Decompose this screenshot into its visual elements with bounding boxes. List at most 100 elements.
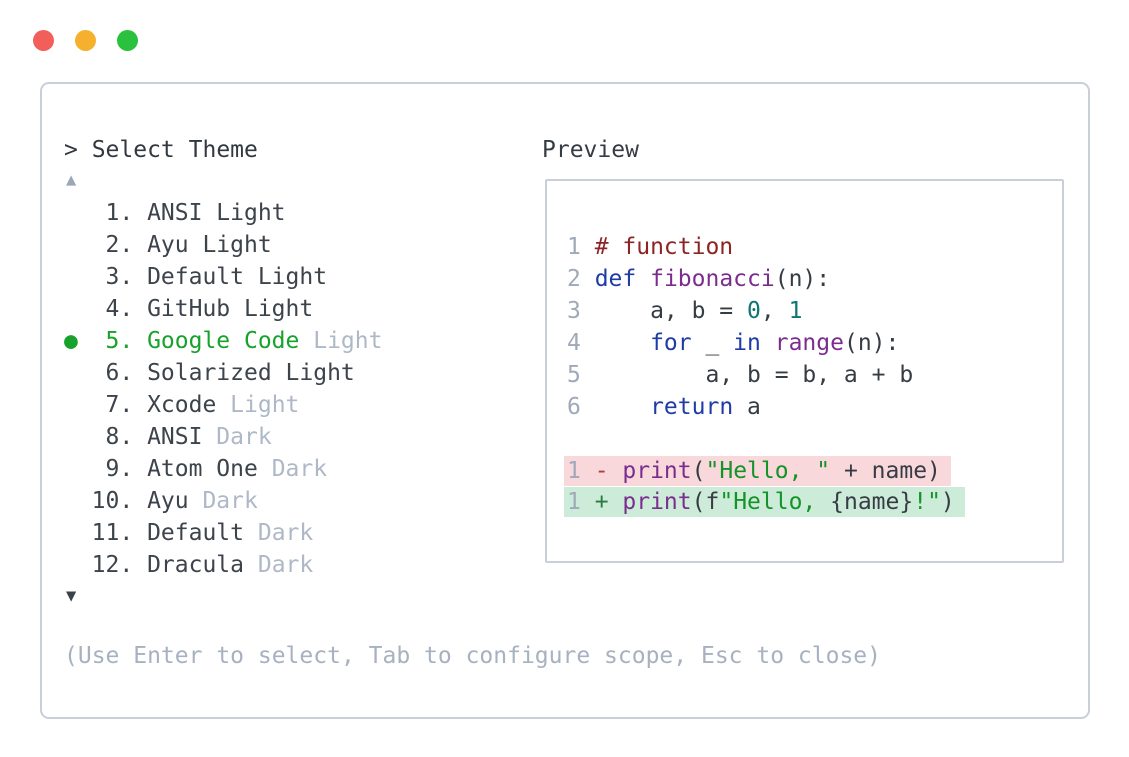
code-token: a, b =	[594, 298, 748, 324]
option-name: ANSI	[147, 424, 203, 450]
code-token: # function	[594, 234, 734, 260]
code-line: 5 a, b = b, a + b	[567, 359, 1062, 391]
code-token: 1	[788, 298, 803, 324]
code-line: 4 for _ in range(n):	[567, 327, 1062, 359]
code-token: range	[774, 330, 844, 356]
code-token: {name}	[830, 489, 914, 515]
scroll-down-icon[interactable]: ▼	[66, 586, 77, 606]
code-token: )	[940, 489, 955, 515]
code-line: 1 # function	[567, 231, 1062, 263]
line-number: 1	[567, 458, 581, 484]
theme-option-3[interactable]: 3. Default Light	[42, 261, 522, 293]
code-token: return	[650, 394, 734, 420]
option-number: 6.	[105, 360, 134, 386]
minimize-button[interactable]	[75, 30, 96, 51]
option-name: ANSI Light	[147, 200, 286, 226]
theme-selector-panel: > Select Theme Preview ▲ 1. ANSI Light 2.…	[40, 82, 1090, 719]
option-number: 1.	[105, 200, 134, 226]
line-number: 2	[567, 266, 581, 292]
selected-bullet-icon: ●	[64, 328, 78, 354]
theme-option-8[interactable]: 8. ANSI Dark	[42, 421, 522, 453]
option-suffix: Dark	[216, 424, 272, 450]
blank-line	[567, 423, 1062, 455]
code-token: (	[691, 458, 706, 484]
code-line: 2 def fibonacci(n):	[567, 263, 1062, 295]
code-token: in	[733, 330, 761, 356]
option-suffix: Light	[313, 328, 383, 354]
option-number: 11.	[91, 520, 134, 546]
theme-option-5-selected[interactable]: ● 5. Google Code Light	[42, 325, 522, 357]
theme-option-4[interactable]: 4. GitHub Light	[42, 293, 522, 325]
option-number: 3.	[105, 264, 134, 290]
theme-option-2[interactable]: 2. Ayu Light	[42, 229, 522, 261]
preview-title: Preview	[542, 137, 639, 163]
code-token	[761, 330, 775, 356]
window-controls	[33, 30, 138, 51]
theme-option-10[interactable]: 10. Ayu Dark	[42, 485, 522, 517]
code-token: a	[733, 394, 761, 420]
theme-list: 1. ANSI Light 2. Ayu Light 3. Default Light…	[42, 197, 522, 581]
code-token: (n):	[843, 330, 900, 356]
option-number: 5.	[105, 328, 134, 354]
option-name: Ayu	[147, 488, 189, 514]
code-token	[636, 266, 650, 292]
option-number: 10.	[91, 488, 134, 514]
option-name: Ayu Light	[147, 232, 272, 258]
line-number: 3	[567, 298, 581, 324]
code-token: "Hello, "	[705, 458, 831, 484]
code-token: (f	[691, 489, 720, 515]
option-suffix: Light	[230, 392, 300, 418]
diff-added-line: 1+ print(f"Hello, {name}!")	[564, 487, 965, 517]
option-number: 9.	[105, 456, 134, 482]
option-number: 4.	[105, 296, 134, 322]
option-suffix: Dark	[257, 520, 314, 546]
line-number: 4	[567, 330, 581, 356]
code-token: ,	[760, 298, 789, 324]
option-name: Dracula	[147, 552, 244, 578]
option-name: GitHub Light	[147, 296, 314, 322]
option-name: Atom One	[147, 456, 258, 482]
option-number: 8.	[105, 424, 134, 450]
diff-deleted-line: 1- print("Hello, " + name)	[564, 456, 951, 486]
code-token	[595, 394, 650, 420]
code-token	[595, 330, 650, 356]
code-token: a, b = b, a + b	[594, 362, 914, 388]
code-token: !"	[913, 489, 941, 515]
line-number: 6	[567, 394, 581, 420]
line-number: 5	[567, 362, 581, 388]
select-theme-prompt: > Select Theme	[64, 137, 258, 163]
zoom-button[interactable]	[117, 30, 138, 51]
option-suffix: Dark	[271, 456, 328, 482]
option-suffix: Dark	[202, 488, 258, 514]
diff-plus-sign: +	[594, 489, 623, 515]
keyboard-hint: (Use Enter to select, Tab to configure s…	[64, 643, 881, 669]
scroll-up-icon[interactable]: ▲	[66, 170, 77, 190]
option-name: Google Code	[147, 328, 300, 354]
option-name: Xcode	[147, 392, 217, 418]
code-token: "Hello,	[719, 489, 831, 515]
line-number: 1	[567, 489, 581, 515]
theme-option-7[interactable]: 7. Xcode Light	[42, 389, 522, 421]
option-name: Default	[147, 520, 244, 546]
theme-option-1[interactable]: 1. ANSI Light	[42, 197, 522, 229]
line-number: 1	[567, 234, 581, 260]
code-token: + name)	[830, 458, 941, 484]
option-number: 2.	[105, 232, 134, 258]
theme-option-11[interactable]: 11. Default Dark	[42, 517, 522, 549]
option-number: 12.	[91, 552, 134, 578]
theme-option-6[interactable]: 6. Solarized Light	[42, 357, 522, 389]
code-token: 0	[747, 298, 761, 324]
close-button[interactable]	[33, 30, 54, 51]
option-number: 7.	[105, 392, 134, 418]
code-token: def	[594, 266, 637, 292]
code-token: (n):	[774, 266, 831, 292]
code-token: _	[691, 330, 734, 356]
theme-option-9[interactable]: 9. Atom One Dark	[42, 453, 522, 485]
option-name: Default Light	[147, 264, 328, 290]
option-name: Solarized Light	[147, 360, 355, 386]
code-token: fibonacci	[650, 266, 775, 292]
diff-minus-sign: -	[594, 458, 623, 484]
